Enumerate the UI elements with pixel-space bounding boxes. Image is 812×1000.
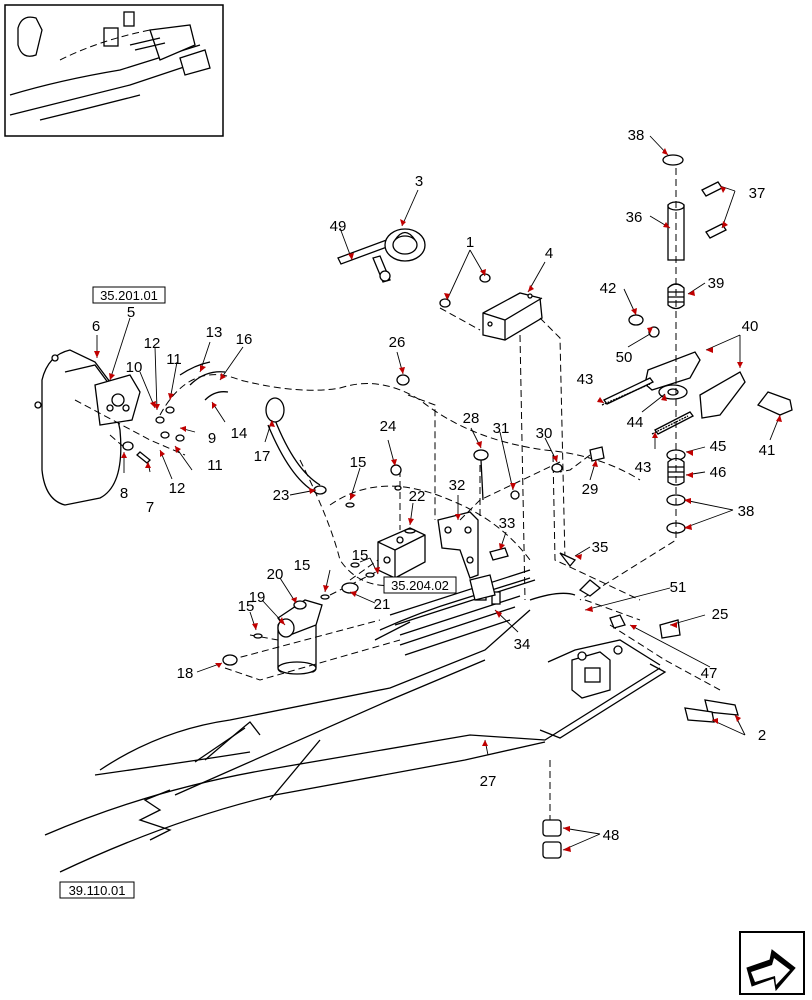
callout-38a: 38	[628, 127, 645, 144]
callout-4: 4	[545, 245, 553, 262]
plate	[482, 292, 543, 341]
callout-8: 8	[120, 485, 128, 502]
reference-label: 35.204.02	[391, 578, 449, 593]
leader-lines	[96, 135, 781, 851]
callout-22: 22	[409, 488, 426, 505]
callout-18: 18	[177, 665, 194, 682]
callout-5: 5	[127, 304, 135, 321]
callout-9: 9	[208, 430, 216, 447]
next-page-arrow-icon[interactable]	[739, 931, 805, 995]
filter-assembly	[277, 599, 323, 675]
callout-47: 47	[701, 665, 718, 682]
callout-23: 23	[273, 487, 290, 504]
callout-42: 42	[600, 280, 617, 297]
callout-15d: 15	[238, 598, 255, 615]
callout-32: 32	[449, 477, 466, 494]
callout-36: 36	[626, 209, 643, 226]
leader-arrowheads	[94, 148, 782, 852]
callout-1: 1	[466, 234, 474, 251]
callout-29: 29	[582, 481, 599, 498]
callout-50: 50	[616, 349, 633, 366]
callout-33: 33	[499, 515, 516, 532]
callout-labels: 1 2 3 4 5 6 7 8 9 10 11 11 12 12 13 14 1…	[92, 127, 776, 844]
reference-box-top: 35.201.01	[92, 286, 166, 304]
hoses	[159, 361, 641, 587]
callout-41: 41	[759, 442, 776, 459]
callout-43b: 43	[635, 459, 652, 476]
callout-15a: 15	[350, 454, 367, 471]
callout-28: 28	[463, 410, 480, 427]
callout-3: 3	[415, 173, 423, 190]
callout-38b: 38	[738, 503, 755, 520]
callout-2: 2	[758, 727, 766, 744]
callout-48: 48	[603, 827, 620, 844]
callout-7: 7	[146, 499, 154, 516]
callout-25: 25	[712, 606, 729, 623]
frame	[44, 577, 667, 873]
callout-15b: 15	[352, 547, 369, 564]
callout-34: 34	[514, 636, 531, 653]
callout-51: 51	[670, 579, 687, 596]
callout-27: 27	[480, 773, 497, 790]
callout-35: 35	[592, 539, 609, 556]
callout-39: 39	[708, 275, 725, 292]
reference-label: 35.201.01	[100, 288, 158, 303]
callout-44: 44	[627, 414, 644, 431]
bracket	[437, 511, 509, 579]
springs	[601, 383, 689, 435]
callout-46: 46	[710, 464, 727, 481]
reference-box-bottom: 39.110.01	[59, 881, 135, 899]
callout-12b: 12	[169, 480, 186, 497]
callout-15c: 15	[294, 557, 311, 574]
callout-6: 6	[92, 318, 100, 335]
crank-assembly	[337, 228, 426, 283]
callout-49: 49	[330, 218, 347, 235]
valve-block	[377, 527, 426, 579]
callout-45: 45	[710, 438, 727, 455]
callout-13: 13	[206, 324, 223, 341]
callout-30: 30	[536, 425, 553, 442]
callout-26: 26	[389, 334, 406, 351]
pin-assembly	[542, 154, 793, 859]
callout-20: 20	[267, 566, 284, 583]
gearbox	[34, 349, 141, 506]
callout-10: 10	[126, 359, 143, 376]
reference-box-middle: 35.204.02	[383, 576, 457, 594]
reference-label: 39.110.01	[69, 883, 126, 898]
callout-37: 37	[749, 185, 766, 202]
callout-12a: 12	[144, 335, 161, 352]
callout-11b: 11	[207, 457, 223, 474]
callout-40: 40	[742, 318, 759, 335]
callout-43a: 43	[577, 371, 594, 388]
callout-21: 21	[374, 596, 391, 613]
callout-19: 19	[249, 589, 266, 606]
overview-thumbnail	[4, 4, 224, 137]
hardware	[122, 273, 605, 666]
callout-16: 16	[236, 331, 253, 348]
callout-17: 17	[254, 448, 271, 465]
callout-11a: 11	[166, 351, 182, 368]
callout-14: 14	[231, 425, 248, 442]
callout-24: 24	[380, 418, 397, 435]
callout-31: 31	[493, 420, 510, 437]
